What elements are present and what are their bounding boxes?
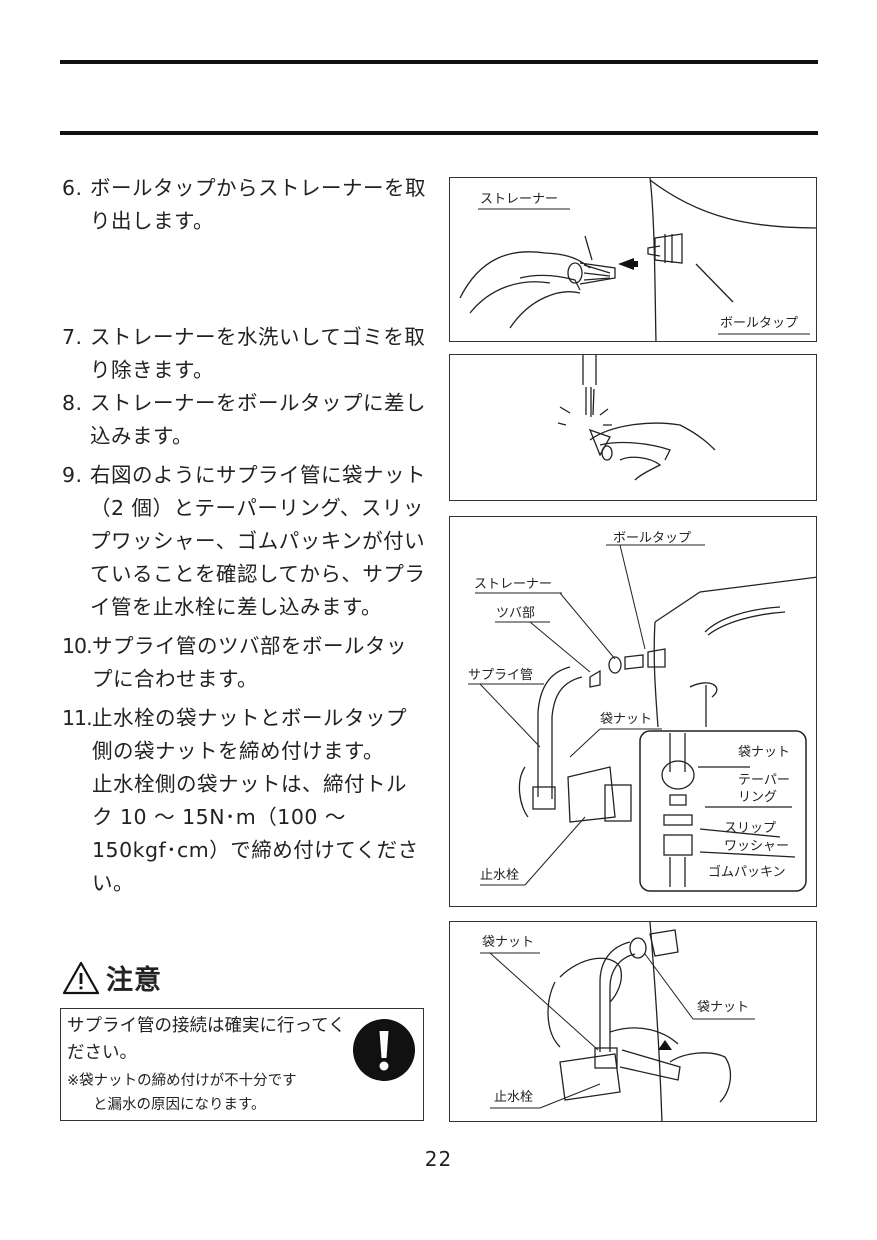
label-balltap: ボールタップ [613,531,692,546]
label-flange: ツバ部 [496,606,536,621]
page-number: 22 [424,1147,453,1171]
label-slip-2: ワッシャー [724,839,790,854]
step-text: ボールタップからストレーナーを取り出します。 [90,176,426,233]
caution-body: サプライ管の接続は確実に行ってください。 [67,1016,346,1063]
step-text: 止水栓の袋ナットとボールタップ側の袋ナットを締め付けます。 [92,706,407,763]
label-stopcock: 止水栓 [480,868,520,883]
step-text: ストレーナーを水洗いしてゴミを取り除きます。 [90,325,426,382]
step-8: 8. ストレーナーをボールタップに差し込みます。 [62,387,427,453]
top-rule [60,60,818,64]
instruction-steps: 6. ボールタップからストレーナーを取り出します。 7. ストレーナーを水洗いし… [62,172,427,900]
step-text-torque: 止水栓側の袋ナットは、締付トルク 10 ～ 15N･m（100 ～ 150kgf… [92,772,419,895]
figure-supply-assembly: ボールタップ ストレーナー ツバ部 サプライ管 袋ナット 止水栓 袋ナット テー… [449,516,817,907]
caution-heading: 注意 [62,958,162,997]
step-text: サプライ管のツバ部をボールタップに合わせます。 [92,634,407,691]
label-taper-ring-1: テーパー [738,773,790,788]
figure-remove-strainer: ストレーナー ボールタップ [449,177,817,342]
figure-tighten-nuts: 袋ナット 袋ナット 止水栓 [449,921,817,1122]
warning-triangle-icon [62,961,100,994]
step-9: 9. 右図のようにサプライ管に袋ナット（2 個）とテーパーリング、スリップワッシ… [62,459,427,624]
label-balltap: ボールタップ [720,316,799,331]
caution-note-line-2: と漏水の原因になります。 [93,1097,266,1113]
label-cap-nut: 袋ナット [600,712,653,727]
step-number: 9. [62,463,83,487]
label-supply-pipe: サプライ管 [468,668,534,683]
step-text: ストレーナーをボールタップに差し込みます。 [90,391,426,448]
caution-note: ※袋ナットの締め付けが不十分です と漏水の原因になります。 [67,1069,357,1117]
caution-box: サプライ管の接続は確実に行ってください。 ※袋ナットの締め付けが不十分です と漏… [60,1008,424,1121]
step-10: 10. サプライ管のツバ部をボールタップに合わせます。 [62,630,427,696]
step-number: 6. [62,176,83,200]
figure-wash-strainer [449,354,817,501]
washing-illustration [557,355,716,481]
label-stopcock: 止水栓 [494,1090,534,1105]
step-number: 11. [62,706,93,730]
label-gasket: ゴムパッキン [708,865,786,880]
step-number: 10. [62,634,93,658]
step-text: 右図のようにサプライ管に袋ナット（2 個）とテーパーリング、スリップワッシャー、… [90,463,426,619]
label-cap-nut-right: 袋ナット [697,1000,750,1015]
label-detail-cap-nut: 袋ナット [738,745,791,760]
step-number: 7. [62,325,83,349]
label-taper-ring-2: リング [738,790,778,805]
caution-title: 注意 [106,965,162,996]
second-rule [60,131,818,135]
step-7: 7. ストレーナーを水洗いしてゴミを取り除きます。 [62,321,427,387]
strainer-removal-illustration [459,178,816,341]
step-11: 11. 止水栓の袋ナットとボールタップ側の袋ナットを締め付けます。 止水栓側の袋… [62,702,427,900]
label-strainer: ストレーナー [474,577,553,592]
step-6: 6. ボールタップからストレーナーを取り出します。 [62,172,427,238]
label-strainer: ストレーナー [480,192,559,207]
caution-note-line-1: ※袋ナットの締め付けが不十分です [67,1073,297,1089]
supply-pipe-illustration [468,544,816,892]
step-number: 8. [62,391,83,415]
tightening-illustration [480,922,755,1121]
label-cap-nut-top: 袋ナット [482,935,535,950]
label-slip-1: スリップ [724,821,777,836]
mandatory-exclamation-icon [353,1019,415,1081]
